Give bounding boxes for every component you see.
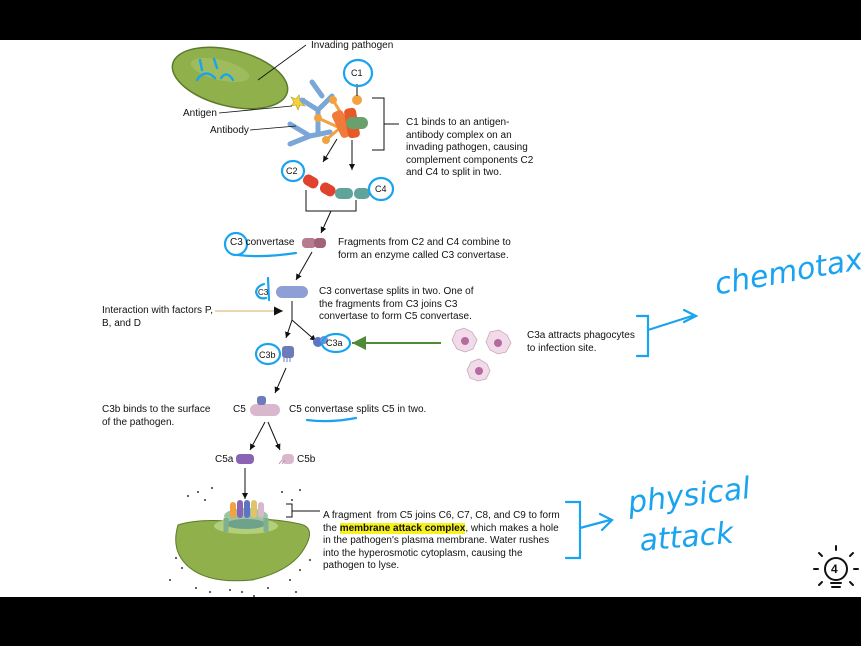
label-c5: C5 (233, 404, 246, 415)
pen-face-doodle (195, 57, 235, 82)
c5a-shape (236, 454, 254, 464)
lysis-droplets (169, 487, 311, 597)
c4-fragments (335, 188, 370, 199)
pen-underline-c5-convertase (305, 416, 358, 423)
caption-c3-splits: C3 convertase splits in two. One of the … (319, 286, 474, 322)
slide-canvas: Invading pathogen Antigen Antibody C1 C2… (0, 40, 861, 597)
pen-circle-c3-convertase (223, 231, 249, 257)
c2-fragments (302, 174, 336, 197)
bottom-letterbox (0, 597, 861, 646)
lightbulb-icon (813, 545, 859, 588)
caption-c5-splits: C5 convertase splits C5 in two. (289, 404, 427, 415)
pen-circle-c3b (254, 342, 282, 366)
caption-mac-highlight: membrane attack complex (339, 522, 466, 534)
page-badge-number: 4 (831, 562, 838, 576)
antibody-icon (287, 79, 335, 147)
c1-complex (314, 84, 368, 144)
pen-circle-c1 (342, 58, 374, 88)
top-letterbox (0, 0, 861, 40)
caption-mac-post: , which makes a hole in the pathogen's p… (323, 522, 559, 572)
pen-underline-convertase (236, 251, 298, 258)
membrane-attack-complex-illustration (175, 500, 310, 582)
label-c3a: C3a (326, 338, 343, 348)
label-antigen: Antigen (183, 108, 217, 119)
label-c4: C4 (375, 184, 387, 194)
c3-convertase-shape (302, 238, 326, 248)
label-invading-pathogen: Invading pathogen (311, 40, 394, 51)
label-c3-convertase-c3: C3 (230, 237, 243, 248)
label-c3-convertase-rest: convertase (242, 237, 295, 248)
label-factors: Interaction with factors P, B, and D (102, 305, 213, 329)
pen-bracket-c3a (635, 314, 694, 358)
label-antibody: Antibody (210, 125, 249, 136)
c5b-shape (278, 454, 294, 465)
label-c3: C3 (258, 288, 269, 297)
c3b-shape (282, 346, 294, 362)
caption-mac-pre: A fragment from C5 joins C6, C7, C8, and… (323, 510, 560, 534)
caption-mac: A fragment from C5 joins C6, C7, C8, and… (323, 510, 560, 573)
label-c3b: C3b (259, 350, 276, 360)
caption-c3a-attracts: C3a attracts phagocytes to infection sit… (527, 330, 635, 354)
pen-circle-c2 (280, 159, 306, 183)
label-c1: C1 (351, 68, 363, 78)
caption-c1-binds: C1 binds to an antigen- antibody complex… (406, 117, 534, 178)
phagocyte-icons (451, 327, 512, 382)
label-c3-convertase: C3 convertase (230, 237, 295, 249)
pen-mark-c3 (254, 276, 271, 302)
caption-fragments: Fragments from C2 and C4 combine to form… (338, 237, 511, 261)
pen-circle-c4 (367, 176, 395, 202)
c3-shape (276, 286, 308, 298)
complement-diagram (169, 44, 859, 597)
pen-annotations (223, 58, 699, 560)
label-c2: C2 (286, 166, 298, 176)
label-c5a: C5a (215, 454, 234, 465)
pen-bracket-mac (564, 500, 612, 560)
c5-convertase-shape (250, 396, 280, 416)
label-c5b: C5b (297, 454, 316, 465)
pen-circle-c3a (320, 332, 352, 354)
label-c3b-binds: C3b binds to the surface of the pathogen… (102, 404, 211, 428)
